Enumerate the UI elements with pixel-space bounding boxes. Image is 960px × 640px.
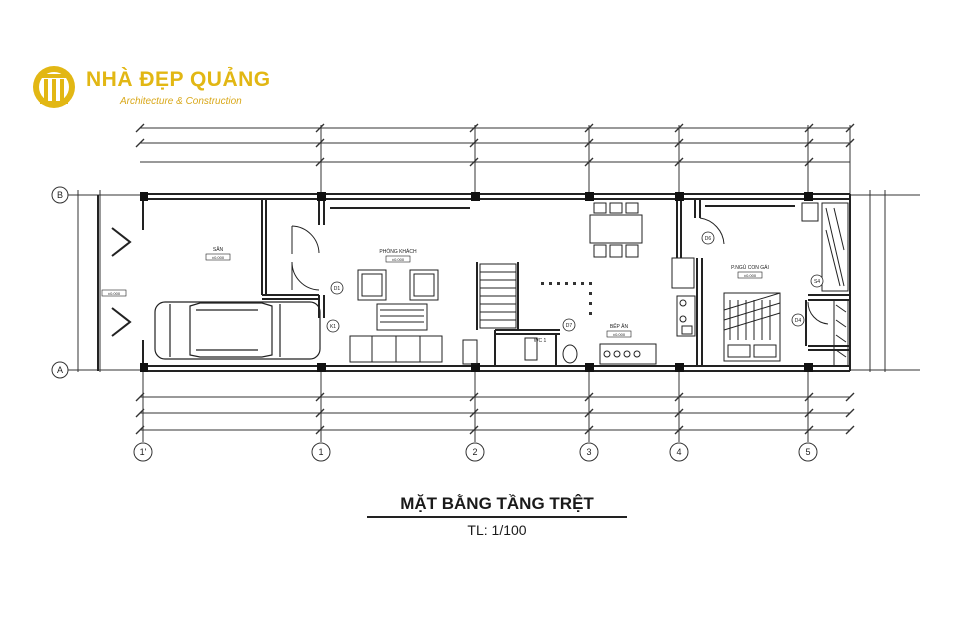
room-labels: SÂN PHÒNG KHÁCH BẾP ĂN P.NGỦ CON GÁI WC … [213, 246, 769, 344]
door-tag: S4 [814, 279, 820, 285]
door-tag: D6 [705, 236, 712, 242]
door-tags: D1 K1 D7 D6 D4 S4 [326, 231, 824, 333]
grid-col-3: 3 [586, 447, 591, 457]
bed [723, 292, 781, 362]
wc-label: WC 1 [534, 338, 547, 344]
room-label-kitchen: BẾP ĂN [610, 323, 629, 330]
title-underline [367, 516, 627, 518]
level-tag: ±0.000 [212, 255, 225, 260]
door-tag: D4 [795, 318, 802, 324]
wardrobe [801, 202, 849, 367]
ceiling-dots [541, 282, 592, 315]
room-label-garage: SÂN [213, 246, 224, 253]
car-icon [154, 301, 321, 360]
grid-labels: B A 1' 1 2 3 4 5 [57, 190, 811, 457]
wc-fixtures [524, 337, 578, 364]
drawing-scale: TL: 1/100 [467, 522, 527, 538]
grid-row-b: B [57, 190, 63, 200]
grid-col-1p: 1' [140, 447, 147, 457]
walls [97, 193, 851, 372]
brand-name: NHÀ ĐẸP QUẢNG [86, 68, 271, 91]
brand-logo-icon [33, 66, 75, 108]
door-tag: K1 [330, 324, 336, 330]
kitchen-counter [599, 257, 696, 365]
grid-col-5: 5 [805, 447, 810, 457]
dimension-lines [68, 123, 920, 442]
door-tag: D1 [334, 286, 341, 292]
grid-col-2: 2 [472, 447, 477, 457]
level-tag: ±0.000 [108, 291, 121, 296]
room-label-bedroom: P.NGỦ CON GÁI [731, 264, 769, 271]
columns [140, 192, 813, 372]
living-furniture [349, 269, 443, 363]
doors [291, 217, 829, 325]
level-tag: ±0.000 [744, 273, 757, 278]
level-tag: ±0.000 [613, 332, 626, 337]
door-tag: D7 [566, 323, 573, 329]
grid-col-1: 1 [318, 447, 323, 457]
level-tag: ±0.000 [392, 257, 405, 262]
grid-col-4: 4 [676, 447, 681, 457]
grid-row-a: A [57, 365, 63, 375]
stairs [462, 263, 517, 365]
level-tags: ±0.000 ±0.000 ±0.000 ±0.000 ±0.000 [101, 253, 763, 338]
dining-table [589, 202, 643, 258]
drawing-title: MẶT BẰNG TẦNG TRỆT [400, 494, 594, 513]
grid-bubbles [51, 186, 818, 462]
brand-tagline: Architecture & Construction [120, 96, 242, 107]
room-label-living: PHÒNG KHÁCH [379, 248, 417, 255]
brand-watermark: NHÀ ĐẸP QUẢNG Architecture & Constructio… [30, 64, 290, 114]
